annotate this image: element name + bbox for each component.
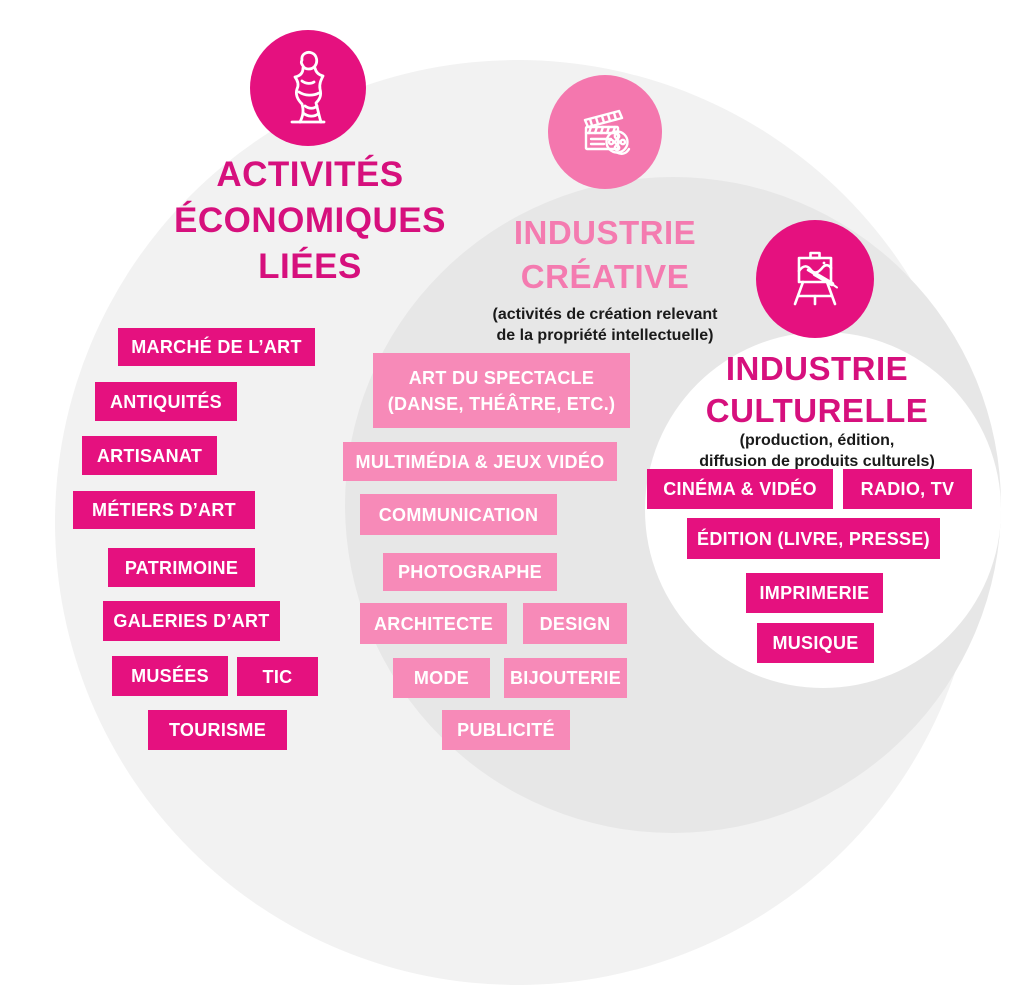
tag-mode: MODE [393,658,490,698]
tag-imprimerie: IMPRIMERIE [746,573,883,613]
tag-patrimoine: PATRIMOINE [108,548,255,587]
creative-ring-title: INDUSTRIE CRÉATIVE [513,214,697,295]
tag-multimedia-jeux-video: MULTIMÉDIA & JEUX VIDÉO [343,442,617,481]
tag-art-du-spectacle: ART DU SPECTACLE (DANSE, THÉÂTRE, ETC.) [373,353,630,428]
cultural-ring-medallion [756,220,874,338]
tag-antiquites: ANTIQUITÉS [95,382,237,421]
cultural-ring-subtitle: (production, édition, diffusion de produ… [699,432,935,470]
tag-design: DESIGN [523,603,627,644]
clapperboard-icon [583,109,631,155]
tag-metiers-d-art: MÉTIERS D’ART [73,491,255,529]
tag-radio-tv: RADIO, TV [843,469,972,509]
tag-artisanat: ARTISANAT [82,436,217,475]
tag-tic: TIC [237,657,318,696]
creative-ring-subtitle: (activités de création relevant de la pr… [492,306,718,344]
tag-galeries-d-art: GALERIES D’ART [103,601,280,641]
tag-bijouterie: BIJOUTERIE [504,658,627,698]
creative-ring-medallion [548,75,662,189]
venus-statue-icon [290,51,326,124]
tag-cinema-video: CINÉMA & VIDÉO [647,469,833,509]
tag-marche-de-l-art: MARCHÉ DE L’ART [118,328,315,366]
tag-edition-livre-presse: ÉDITION (LIVRE, PRESSE) [687,518,940,559]
outer-ring-medallion [250,30,366,146]
tag-musees: MUSÉES [112,656,228,696]
outer-ring-title: ACTIVITÉS ÉCONOMIQUES LIÉES [174,155,446,286]
tag-communication: COMMUNICATION [360,494,557,535]
easel-painting-icon [793,251,838,306]
tag-photographe: PHOTOGRAPHE [383,553,557,591]
tag-musique: MUSIQUE [757,623,874,663]
cultural-ring-title: INDUSTRIE CULTURELLE [705,350,929,429]
tag-publicite: PUBLICITÉ [442,710,570,750]
tag-tourisme: TOURISME [148,710,287,750]
tag-architecte: ARCHITECTE [360,603,507,644]
